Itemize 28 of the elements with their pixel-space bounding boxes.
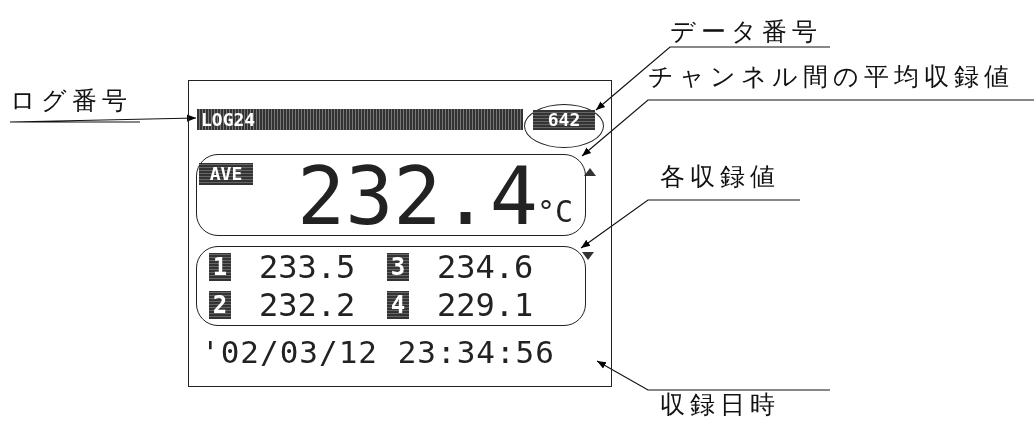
channel-badge: 2 <box>209 291 231 319</box>
channel-values-box <box>196 246 586 326</box>
callout-label: ログ番号 <box>10 88 132 113</box>
average-value-box <box>196 154 586 236</box>
leader-line <box>580 199 801 249</box>
leader-line <box>9 114 197 123</box>
channel-badge: 1 <box>209 253 231 281</box>
channel-value: 234.6 <box>437 251 534 283</box>
log-number-bar <box>197 109 523 130</box>
leader-line <box>581 99 1034 157</box>
channel-value: 233.5 <box>259 251 356 283</box>
leader-line <box>595 46 831 111</box>
channel-badge: 4 <box>387 291 409 319</box>
log-number: LOG24 <box>201 111 256 129</box>
display-frame <box>188 80 612 387</box>
data-number: 642 <box>533 110 595 130</box>
channel-value: 232.2 <box>259 289 356 321</box>
leader-line <box>596 360 831 391</box>
callout-label: チャンネル間の平均収録値 <box>648 64 1014 89</box>
average-value: 232.4 <box>297 157 538 237</box>
average-badge: AVE <box>199 163 253 185</box>
callout-label: 収録日時 <box>660 392 780 417</box>
callout-label: 各収録値 <box>660 164 780 189</box>
date-time-text: '02/03/12 23:34:56 <box>201 337 555 368</box>
channel-value: 229.1 <box>437 289 534 321</box>
unit-text: °C <box>537 197 574 227</box>
channel-badge: 3 <box>387 253 409 281</box>
callout-label: データ番号 <box>670 19 822 44</box>
